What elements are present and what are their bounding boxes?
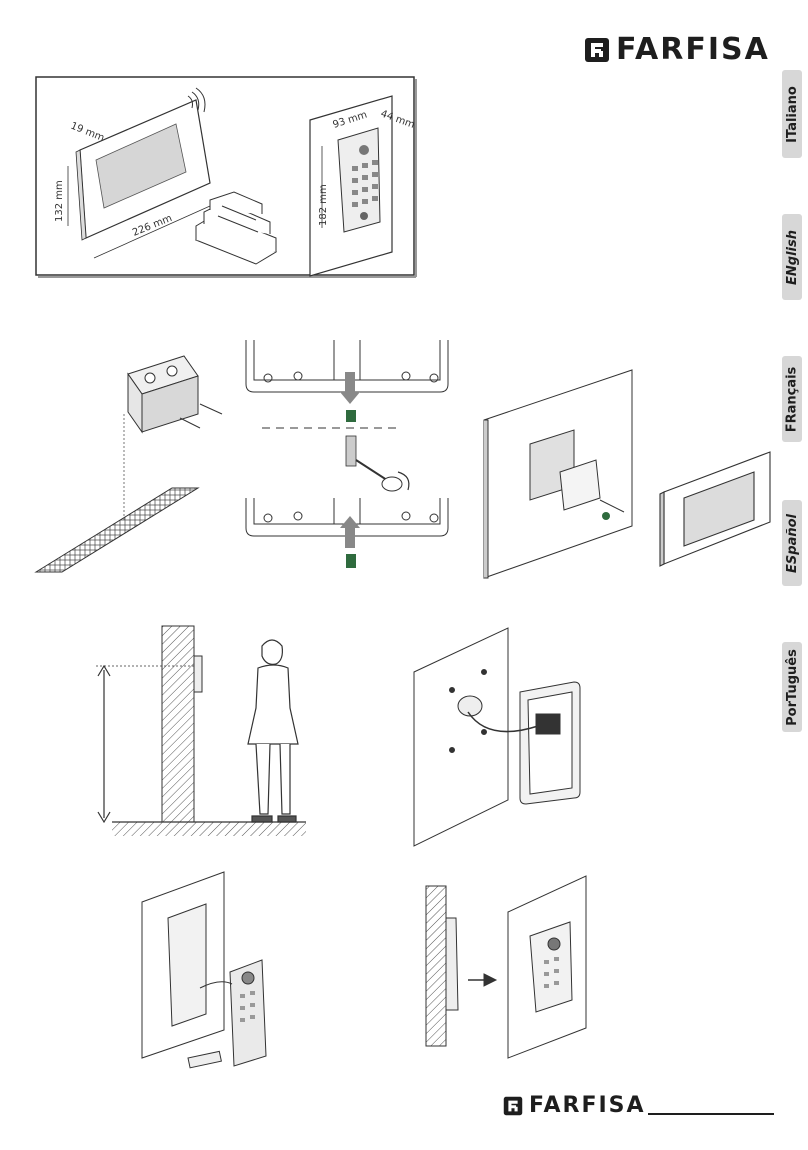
outdoor-panel-drawing: [309, 95, 393, 277]
dim-panel-height: 182 mm: [318, 184, 329, 226]
brand-name-footer: FARFISA: [529, 1093, 646, 1118]
farfisa-logo-icon: [503, 1096, 523, 1115]
panel-wiring-drawing: [413, 627, 581, 847]
floor-grid: [34, 487, 200, 573]
dim-monitor-height: 132 mm: [54, 180, 65, 222]
wall-plate-drawing: [483, 369, 633, 579]
lang-tab-italiano[interactable]: ITaliano: [782, 70, 802, 158]
connector-drawing: [345, 410, 410, 568]
lang-tab-francais[interactable]: FRançais: [782, 356, 802, 442]
dim-monitor-width: 226 mm: [131, 213, 174, 239]
farfisa-logo-icon: [585, 37, 609, 62]
lang-tab-english[interactable]: ENglish: [782, 214, 802, 300]
monitor-side-drawing: [659, 451, 771, 567]
panel-install-drawing: [141, 871, 267, 1069]
power-supply-drawing: [194, 191, 278, 265]
lang-tab-portugues[interactable]: PorTuguês: [782, 642, 802, 732]
mounting-height-drawing: [96, 625, 306, 836]
lang-tab-espanol[interactable]: ESpañol: [782, 500, 802, 586]
arrow-icon: [340, 372, 360, 548]
brand-logo-bottom: FARFISA: [503, 1093, 646, 1118]
footer-rule: [648, 1113, 774, 1115]
wifi-icon: [187, 87, 206, 113]
monitor-drawing: [75, 99, 211, 241]
dim-monitor-depth: 19 mm: [69, 121, 106, 144]
kit-contents-box: 19 mm 132 mm 226 mm 93 mm: [35, 76, 417, 278]
panel-final-drawing: [425, 875, 587, 1059]
brand-logo-top: FARFISA: [584, 32, 770, 67]
brand-name: FARFISA: [616, 32, 770, 67]
flush-box-drawing: [127, 355, 223, 434]
